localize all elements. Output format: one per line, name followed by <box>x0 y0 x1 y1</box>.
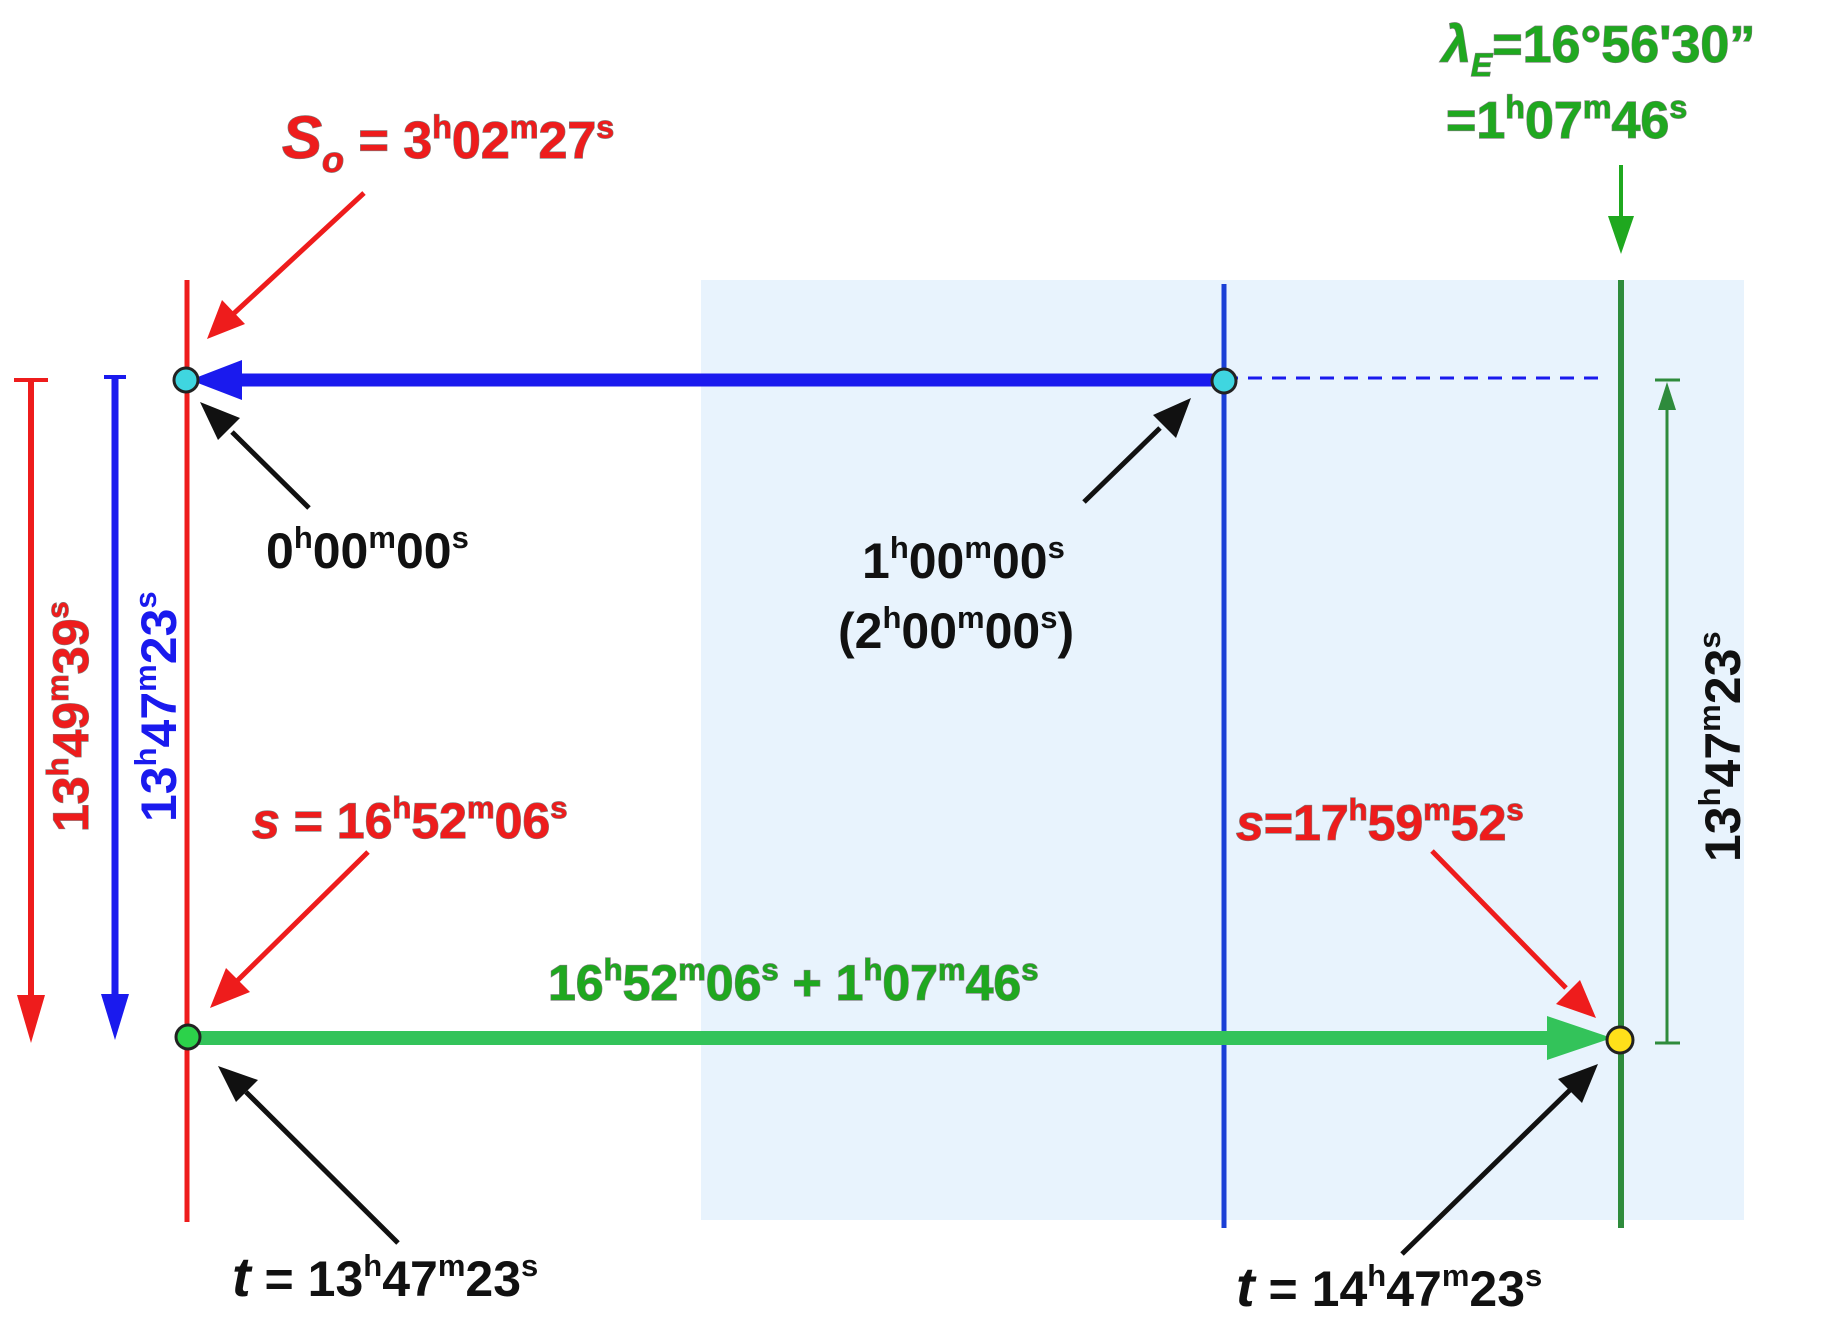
time-zero-label: 0h00m00s <box>266 520 469 579</box>
cyan-point-origin <box>172 366 200 394</box>
pointer-s-east-arrow <box>1430 849 1596 1018</box>
time-two-label: (2h00m00s) <box>838 600 1074 659</box>
green-horizontal-arrowhead <box>1547 1016 1612 1060</box>
lambda-time-label: =1h07m46s <box>1446 89 1687 150</box>
green-point <box>174 1023 202 1051</box>
lambda-e-label: λE=16°56'30” <box>1439 16 1755 83</box>
pointer-lambda-arrow <box>1608 165 1634 254</box>
pointer-s0-arrow <box>207 191 366 339</box>
sum-label: 16h52m06s + 1h07m46s <box>548 952 1038 1011</box>
pointer-time0-arrow <box>200 402 311 510</box>
black-interval-label: 13h47m23s <box>1692 631 1751 862</box>
yellow-point <box>1605 1025 1635 1055</box>
blue-horizontal-arrowhead <box>190 360 242 400</box>
s0-label: So = 3h02m27s <box>282 104 614 180</box>
cyan-point-zone <box>1210 367 1238 395</box>
t-local-label: t = 13h47m23s <box>232 1245 538 1308</box>
red-interval-arrowhead <box>17 995 45 1043</box>
blue-interval-label: 13h47m23s <box>128 591 187 822</box>
green-interval-arrowhead <box>1658 382 1676 410</box>
blue-interval-arrowhead <box>101 994 129 1040</box>
red-interval-label: 13h49m39s <box>40 601 99 832</box>
pointer-s-local-arrow <box>210 850 370 1008</box>
t-east-label: t = 14h47m23s <box>1236 1255 1542 1318</box>
pointer-time1-arrow <box>1082 398 1191 504</box>
s-local-label: s = 16h52m06s <box>252 790 567 849</box>
time-one-label: 1h00m00s <box>862 530 1065 589</box>
s-east-label: s=17h59m52s <box>1236 792 1524 851</box>
pointer-t-local-arrow <box>218 1066 400 1245</box>
pointer-t-east-arrow <box>1400 1064 1598 1256</box>
